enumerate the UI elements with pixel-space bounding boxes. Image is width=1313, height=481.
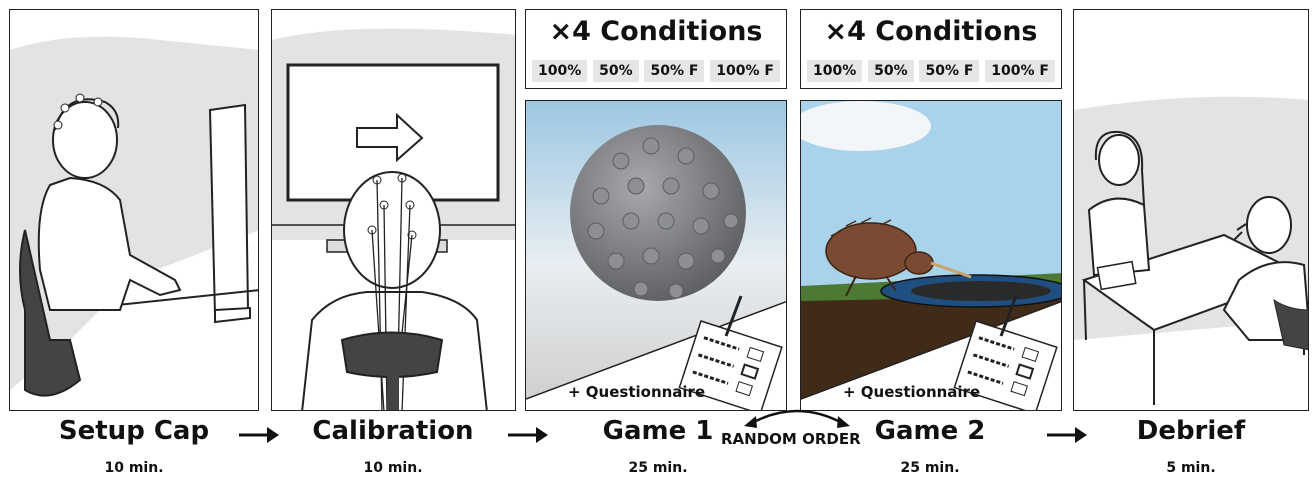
stage-title-game-2: Game 2: [874, 416, 986, 446]
stage-title-debrief: Debrief: [1136, 416, 1246, 446]
game1-conditions-box: ×4 Conditions 100% 50% 50% F 100% F: [525, 9, 787, 89]
game2-condition-chip: 50% F: [919, 60, 980, 82]
stage-title-game-1: Game 1: [602, 416, 714, 446]
setup-cap-panel: [9, 9, 259, 411]
arrow-right-icon: [1047, 427, 1087, 443]
stage-duration-game-2: 25 min.: [900, 460, 960, 476]
game2-questionnaire-label: + Questionnaire: [843, 383, 981, 401]
random-order-label: RANDOM ORDER: [721, 430, 861, 448]
game2-panel: [800, 100, 1062, 411]
game1-condition-chip: 50%: [593, 60, 639, 82]
game2-conditions-title: ×4 Conditions: [824, 16, 1038, 47]
calibration-illustration: [272, 28, 515, 410]
debrief-illustration: [1074, 96, 1308, 405]
game1-condition-chip: 50% F: [644, 60, 705, 82]
game1-conditions-title: ×4 Conditions: [549, 16, 763, 47]
game1-condition-chip: 100% F: [710, 60, 780, 82]
debrief-panel: [1073, 9, 1309, 411]
game1-questionnaire-label: + Questionnaire: [568, 383, 706, 401]
game1-condition-chip: 100%: [532, 60, 588, 82]
arrow-right-icon: [508, 427, 548, 443]
calibration-panel: [271, 9, 516, 411]
game2-condition-chip: 100% F: [985, 60, 1055, 82]
setup-cap-illustration: [10, 36, 258, 397]
stage-duration-calibration: 10 min.: [363, 460, 423, 476]
stage-title-calibration: Calibration: [312, 416, 474, 446]
game1-illustration: [526, 101, 786, 410]
game2-conditions-box: ×4 Conditions 100% 50% 50% F 100% F: [800, 9, 1062, 89]
swap-arrow-icon: [744, 409, 850, 428]
game2-illustration: [801, 101, 1061, 410]
stage-title-setup-cap: Setup Cap: [58, 416, 210, 446]
arrow-right-icon: [239, 427, 279, 443]
stage-duration-setup-cap: 10 min.: [104, 460, 164, 476]
game2-condition-chip: 50%: [868, 60, 914, 82]
stage-duration-game-1: 25 min.: [628, 460, 688, 476]
game2-condition-chip: 100%: [807, 60, 863, 82]
stage-duration-debrief: 5 min.: [1166, 460, 1216, 476]
game1-panel: [525, 100, 787, 411]
